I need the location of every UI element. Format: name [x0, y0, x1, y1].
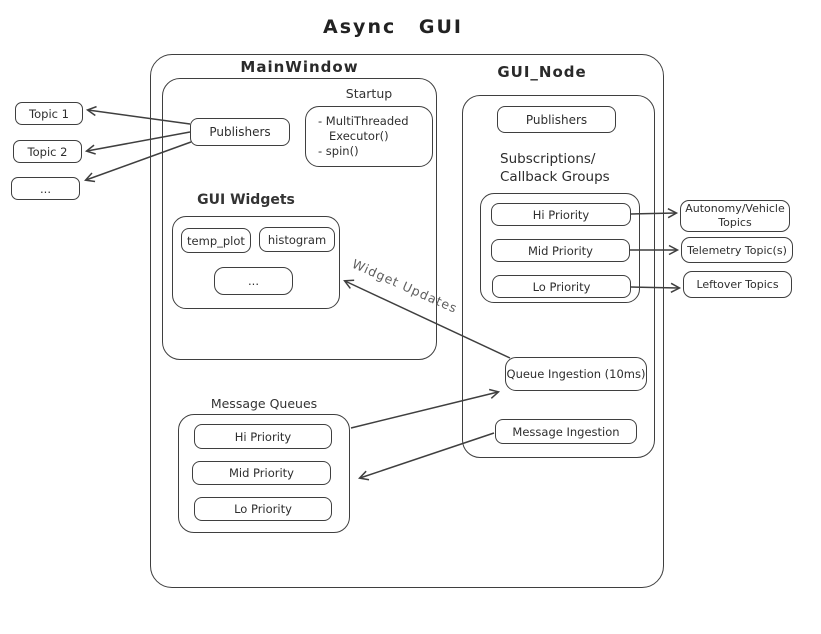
subscription-lo-priority-box: Lo Priority: [492, 275, 631, 298]
startup-line-executor: Executor(): [329, 129, 389, 143]
widget-temp-plot-box: temp_plot: [181, 228, 251, 253]
gui-node-label: GUI_Node: [497, 63, 587, 81]
diagram-title: Async GUI: [323, 16, 463, 38]
message-queues-label: Message Queues: [210, 396, 318, 411]
startup-lines: - MultiThreaded Executor() - spin(): [306, 114, 432, 159]
message-queue-mid-priority-box: Mid Priority: [192, 461, 331, 485]
subscriptions-label-line2: Callback Groups: [500, 169, 610, 185]
subscription-hi-priority-box: Hi Priority: [491, 203, 631, 226]
startup-line-multithreaded: - MultiThreaded: [318, 114, 409, 128]
startup-label: Startup: [345, 86, 393, 101]
gui-widgets-label: GUI Widgets: [197, 192, 295, 208]
startup-box: - MultiThreaded Executor() - spin(): [305, 106, 433, 167]
message-ingestion-box: Message Ingestion: [495, 419, 637, 444]
widget-histogram-box: histogram: [259, 227, 335, 252]
widget-ellipsis-box: ...: [214, 267, 293, 295]
startup-line-spin: - spin(): [318, 144, 359, 158]
telemetry-topics-box: Telemetry Topic(s): [681, 237, 793, 263]
subscription-mid-priority-box: Mid Priority: [491, 239, 630, 262]
queue-ingestion-box: Queue Ingestion (10ms): [505, 357, 647, 391]
message-queue-hi-priority-box: Hi Priority: [194, 424, 332, 449]
message-queue-lo-priority-box: Lo Priority: [194, 497, 332, 521]
subscriptions-label-line1: Subscriptions/: [500, 151, 596, 167]
main-window-publishers-box: Publishers: [190, 118, 290, 146]
topic-2-box: Topic 2: [13, 140, 82, 163]
topic-ellipsis-box: ...: [11, 177, 80, 200]
topic-1-box: Topic 1: [15, 102, 83, 125]
subscriptions-label: Subscriptions/ Callback Groups: [500, 150, 640, 186]
leftover-topics-box: Leftover Topics: [683, 271, 792, 298]
autonomy-vehicle-topics-box: Autonomy/Vehicle Topics: [680, 200, 790, 232]
gui-node-publishers-box: Publishers: [497, 106, 616, 133]
main-window-label: MainWindow: [240, 58, 359, 76]
